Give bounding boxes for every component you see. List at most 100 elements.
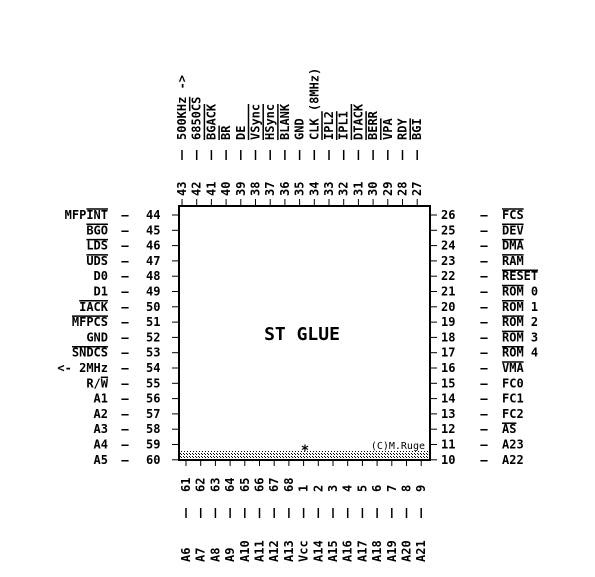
pin-39-label: DE <box>234 126 248 140</box>
pin-12-number: 12 <box>441 422 455 436</box>
pin-16-label: VMA <box>502 361 524 375</box>
pin-39-number: 39 <box>234 182 248 196</box>
pin-67-number: 67 <box>267 478 281 492</box>
pin-58-number: 58 <box>146 422 160 436</box>
pin-30-number: 30 <box>366 182 380 196</box>
pin-7-number: 7 <box>385 485 399 492</box>
pin-3-number: 3 <box>326 485 340 492</box>
pin-28-number: 28 <box>396 182 410 196</box>
pin-53-dash: – <box>121 346 129 360</box>
pin-56-number: 56 <box>146 392 160 406</box>
pin-57-number: 57 <box>146 407 160 421</box>
pin-13-dash: – <box>480 407 488 421</box>
pin-56-dash: – <box>121 392 129 406</box>
pin-40-number: 40 <box>219 182 233 196</box>
pin-33-label: IPL2 <box>322 111 336 140</box>
pin-68-label: A13 <box>282 540 296 562</box>
pin-38-number: 38 <box>249 182 263 196</box>
pin-60-label: A5 <box>94 453 108 467</box>
pin-11-dash: – <box>480 438 488 452</box>
pin-11-label: A23 <box>502 438 524 452</box>
pin-59-number: 59 <box>146 438 160 452</box>
pin-51-number: 51 <box>146 315 160 329</box>
pin-27-label: BGI <box>410 118 424 140</box>
pin-20-number: 20 <box>441 300 455 314</box>
pin-61-number: 61 <box>179 478 193 492</box>
pin-12-label: AS <box>502 422 516 436</box>
pin-45-number: 45 <box>146 223 160 237</box>
pin-29-number: 29 <box>381 182 395 196</box>
copyright-text: (C)M.Ruge <box>371 441 425 452</box>
pin-23-number: 23 <box>441 254 455 268</box>
pin-52-label: GND <box>86 330 108 344</box>
pin-25-dash: – <box>480 223 488 237</box>
pin-19-dash: – <box>480 315 488 329</box>
pin-67-label: A12 <box>267 540 281 562</box>
pin-3-label: A15 <box>326 540 340 562</box>
pin-58-label: A3 <box>94 422 108 436</box>
pin-17-label: ROM 4 <box>502 346 538 360</box>
pin-14-number: 14 <box>441 392 455 406</box>
pin-44-number: 44 <box>146 208 160 222</box>
pin-65-number: 65 <box>238 478 252 492</box>
pin-2-label: A14 <box>311 540 325 562</box>
pin-48-number: 48 <box>146 269 160 283</box>
pin-19-number: 19 <box>441 315 455 329</box>
pin-16-number: 16 <box>441 361 455 375</box>
pin-24-number: 24 <box>441 239 455 253</box>
pin-51-label: MFPCS <box>72 315 108 329</box>
pin-22-dash: – <box>480 269 488 283</box>
pin-25-label: DEV <box>502 223 524 237</box>
pin-41-number: 41 <box>204 182 218 196</box>
pin-20-label: ROM 1 <box>502 300 538 314</box>
pin-13-number: 13 <box>441 407 455 421</box>
pin-49-label: D1 <box>94 285 108 299</box>
pin-66-label: A11 <box>253 540 267 562</box>
pin-44-dash: – <box>121 208 129 222</box>
pin-45-dash: – <box>121 223 129 237</box>
pin-32-label: IPL1 <box>337 111 351 140</box>
pin-4-label: A16 <box>341 540 355 562</box>
pin-52-dash: – <box>121 330 129 344</box>
pin-4-number: 4 <box>341 485 355 492</box>
pin-53-number: 53 <box>146 346 160 360</box>
chip-body <box>178 205 431 461</box>
pin1-marker: * <box>301 443 309 459</box>
pin-10-label: A22 <box>502 453 524 467</box>
pin-1-label: Vcc <box>297 540 311 562</box>
pin-60-dash: – <box>121 453 129 467</box>
pin-52-number: 52 <box>146 330 160 344</box>
pin-2-number: 2 <box>311 485 325 492</box>
pin-41-label: BGACK <box>204 103 218 140</box>
pin-10-number: 10 <box>441 453 455 467</box>
pin-17-dash: – <box>480 346 488 360</box>
pin-25-number: 25 <box>441 223 455 237</box>
pin-59-label: A4 <box>94 438 108 452</box>
pin-57-dash: – <box>121 407 129 421</box>
pin-14-label: FC1 <box>502 392 524 406</box>
pin-34-number: 34 <box>307 182 321 196</box>
pin-55-dash: – <box>121 376 129 390</box>
pin-30-label: BERR <box>366 110 380 140</box>
pin-7-label: A19 <box>385 540 399 562</box>
pin-31-number: 31 <box>351 182 365 196</box>
pin-40-label: BR <box>219 125 233 140</box>
pin-8-number: 8 <box>400 485 414 492</box>
pin-8-label: A20 <box>400 540 414 562</box>
pin-38-label: VSync <box>249 104 263 140</box>
pin-34-label: CLK (8MHz) <box>307 68 321 140</box>
pin-6-label: A18 <box>370 540 384 562</box>
pin-49-dash: – <box>121 285 129 299</box>
pin-59-dash: – <box>121 438 129 452</box>
pin-68-number: 68 <box>282 478 296 492</box>
pin-21-number: 21 <box>441 285 455 299</box>
pin-50-number: 50 <box>146 300 160 314</box>
pin-12-dash: – <box>480 422 488 436</box>
pin-48-label: D0 <box>94 269 108 283</box>
pin-44-label: MFPINT <box>65 208 108 222</box>
pin-54-dash: – <box>121 361 129 375</box>
pin-18-number: 18 <box>441 330 455 344</box>
pin-63-number: 63 <box>208 478 222 492</box>
pin-54-number: 54 <box>146 361 160 375</box>
